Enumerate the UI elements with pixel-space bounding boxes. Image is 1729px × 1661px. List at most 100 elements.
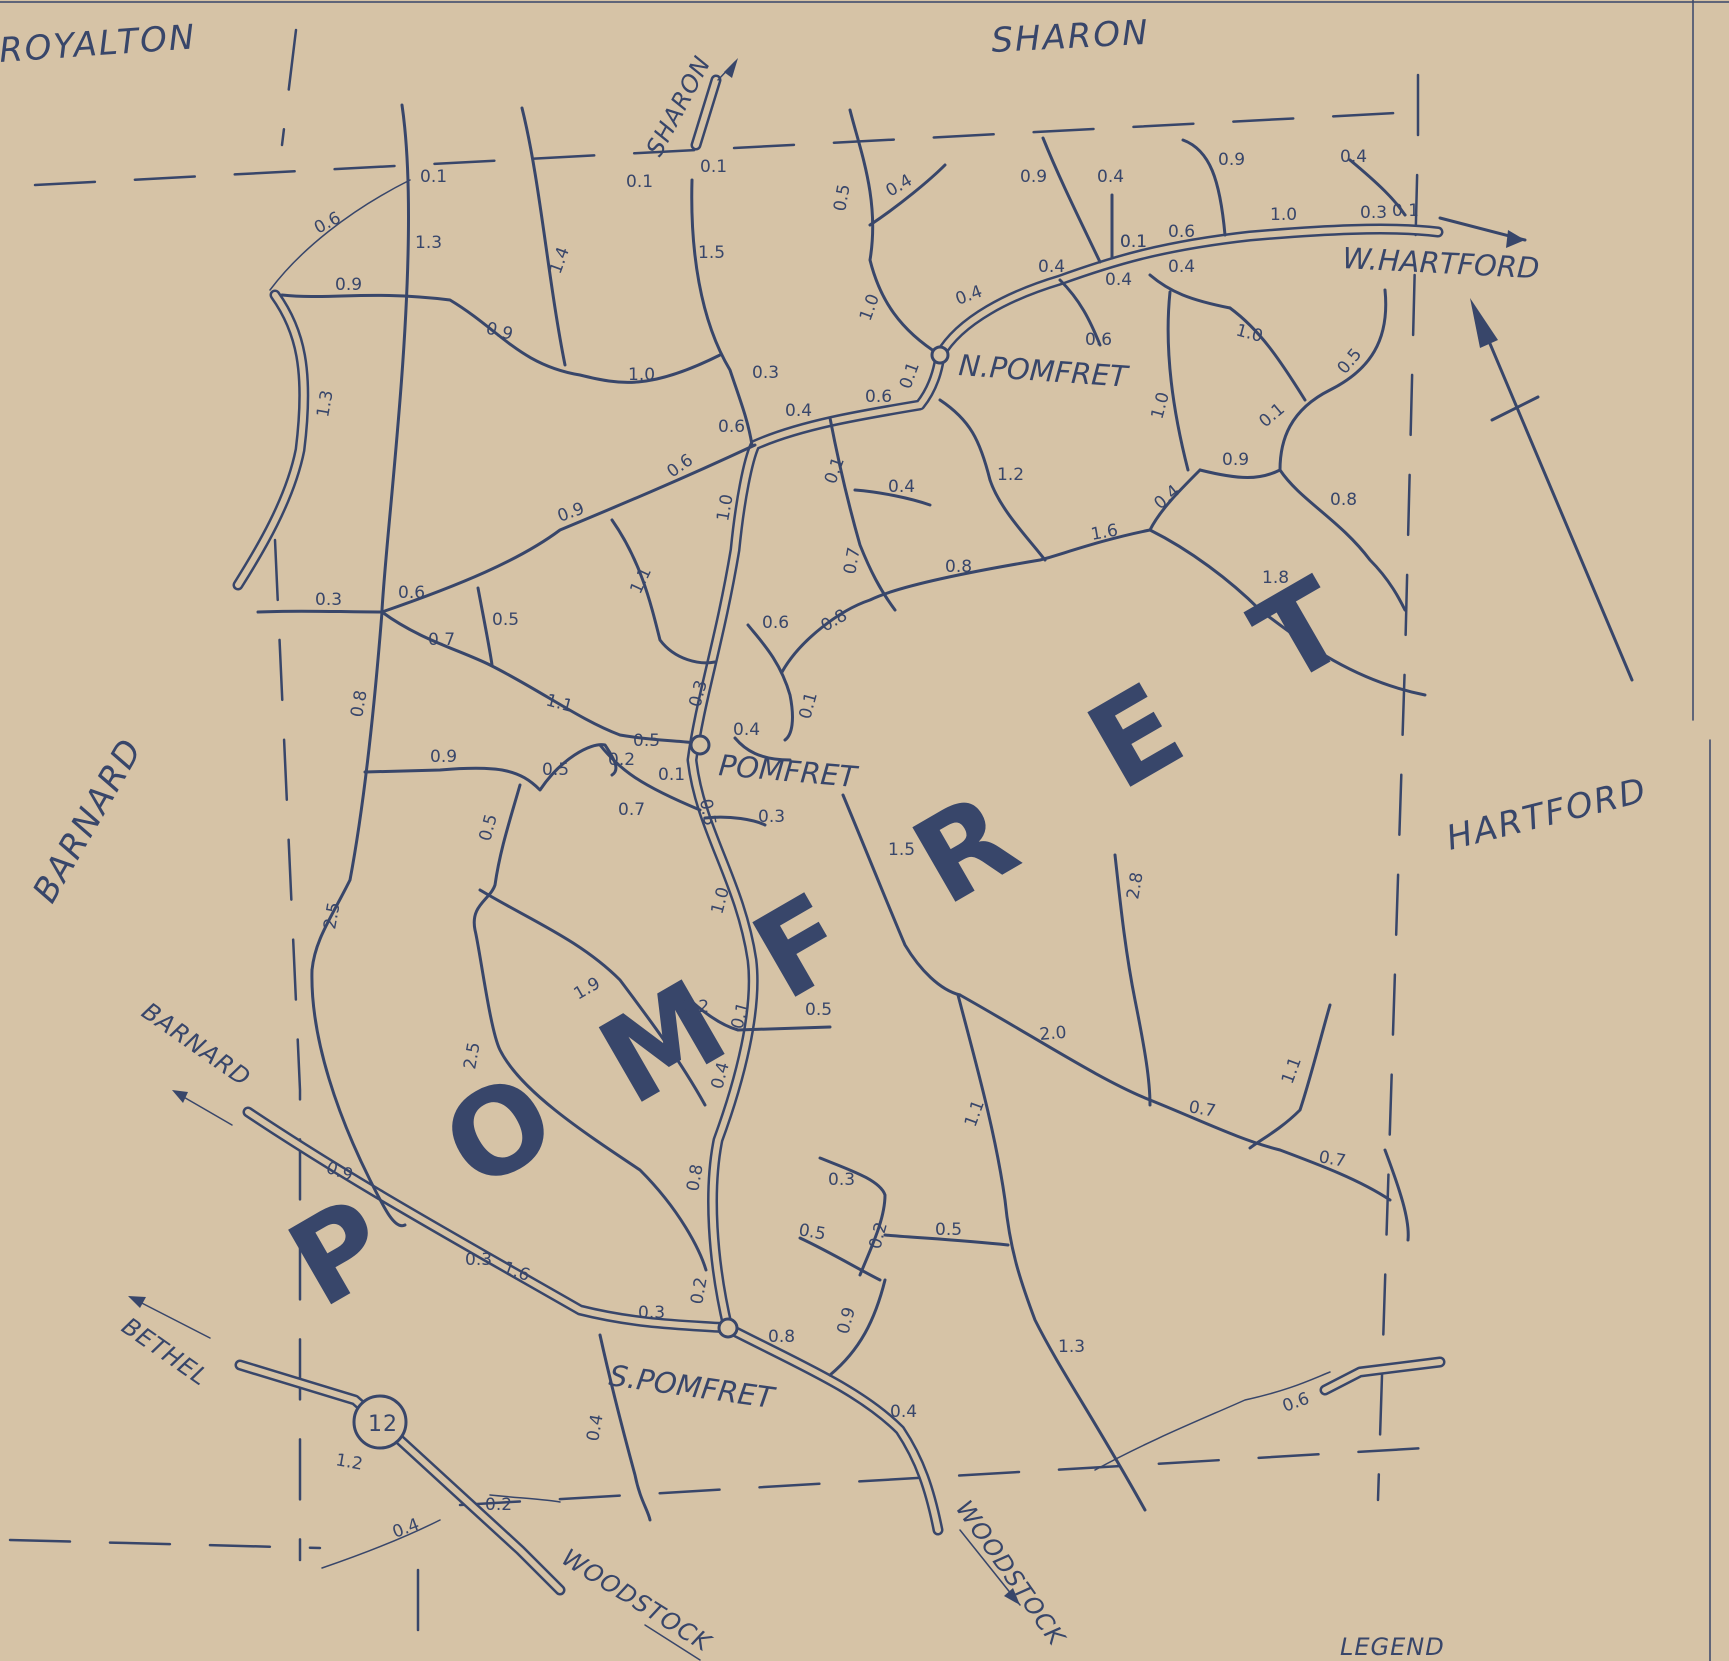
road-short bbox=[476, 586, 494, 667]
road-north-3 bbox=[1041, 136, 1102, 264]
distance-label: 1.1 bbox=[1278, 1054, 1306, 1086]
distance-label: 0.5 bbox=[935, 1220, 962, 1240]
distance-label: 0.4 bbox=[1340, 147, 1367, 167]
arrow-bethel-head bbox=[128, 1296, 146, 1308]
distance-label: 0.3 bbox=[1360, 203, 1387, 223]
road-nw-diag bbox=[269, 179, 411, 291]
road-w1 bbox=[380, 103, 410, 612]
distance-label: 0.4 bbox=[953, 282, 985, 310]
road-east-main bbox=[780, 468, 1202, 674]
distance-label: 0.6 bbox=[663, 450, 697, 482]
boundary-west bbox=[273, 538, 302, 1562]
distance-label: 0.7 bbox=[840, 546, 864, 576]
road-0-5-south bbox=[883, 1233, 1010, 1247]
title-letter-e: E bbox=[1066, 657, 1205, 817]
distance-label: 0.3 bbox=[465, 1250, 492, 1270]
direction-woodstock-east: WOODSTOCK bbox=[950, 1495, 1071, 1652]
road-0-6-se bbox=[1094, 1371, 1331, 1471]
distance-label: 0.9 bbox=[335, 275, 362, 295]
distance-label: 0.9 bbox=[484, 319, 515, 345]
distance-label: 0.5 bbox=[476, 812, 502, 843]
distance-label: 1.5 bbox=[888, 840, 915, 860]
road-east-south bbox=[1148, 528, 1427, 697]
road-loop bbox=[610, 518, 717, 665]
road-0-2-sw bbox=[489, 1494, 561, 1503]
distance-label: 0.1 bbox=[658, 765, 685, 785]
road-north-2 bbox=[868, 163, 947, 227]
title-letter-t: T bbox=[1231, 552, 1370, 712]
distance-label: 1.3 bbox=[313, 389, 337, 419]
distance-label: 0.1 bbox=[1392, 201, 1419, 221]
road-0-3-south bbox=[818, 1156, 887, 1277]
road-0-9 bbox=[828, 1278, 887, 1377]
road-diagonal-centre bbox=[478, 888, 707, 1107]
distance-label: 0.2 bbox=[866, 1220, 892, 1251]
distance-label: 0.9 bbox=[430, 747, 457, 767]
distance-label: 1.0 bbox=[856, 291, 884, 323]
arrow-bethel bbox=[129, 1296, 211, 1339]
distance-label: 0.4 bbox=[390, 1515, 422, 1543]
road-np-3 bbox=[1166, 290, 1190, 472]
road-north-6 bbox=[1348, 158, 1407, 217]
boundary-east bbox=[1376, 73, 1420, 1502]
distance-label: 0.8 bbox=[945, 557, 972, 577]
distance-label: 0.5 bbox=[542, 760, 569, 780]
distance-label: 1.2 bbox=[997, 465, 1024, 485]
arrow-sharon-head bbox=[724, 58, 738, 78]
distance-label: 1.6 bbox=[1089, 521, 1119, 545]
road-np-4 bbox=[1228, 306, 1307, 402]
arrow-woodstock-w bbox=[644, 1624, 701, 1661]
road-cn-2 bbox=[828, 416, 897, 612]
distance-label: 0.8 bbox=[683, 1163, 707, 1193]
distance-label: 0.4 bbox=[583, 1413, 607, 1443]
distance-label: 1.5 bbox=[698, 243, 725, 263]
road-west-south bbox=[310, 610, 384, 972]
distance-label: 0.9 bbox=[1222, 450, 1249, 470]
road-centre-west bbox=[363, 743, 618, 792]
distance-label: 0.5 bbox=[797, 1220, 827, 1244]
village-node-south-pomfret bbox=[717, 1317, 739, 1339]
distance-label: 0.4 bbox=[733, 720, 760, 740]
distance-label: 0.5 bbox=[830, 183, 854, 213]
road-np-1 bbox=[1058, 278, 1102, 347]
boundary-nw-stub bbox=[280, 28, 298, 147]
distance-label: 1.1 bbox=[626, 564, 656, 597]
road-0-3 bbox=[703, 815, 767, 827]
road-pomfret-sw bbox=[598, 743, 702, 812]
road-0-4-south bbox=[598, 1333, 652, 1522]
road-0-5-west bbox=[798, 1236, 882, 1282]
road-to-pomfret bbox=[380, 610, 702, 747]
distance-label: 0.6 bbox=[398, 583, 425, 603]
distance-label: 0.1 bbox=[896, 359, 924, 391]
distance-label: 0.1 bbox=[700, 157, 727, 177]
village-node-pomfret bbox=[689, 734, 711, 756]
village-pomfret: POMFRET bbox=[717, 748, 860, 794]
distance-label: 1.3 bbox=[1058, 1337, 1085, 1357]
distance-label: 1.0 bbox=[713, 493, 737, 523]
distance-label: 0.2 bbox=[682, 997, 709, 1017]
distance-label: 2.0 bbox=[1039, 1023, 1068, 1045]
distance-label: 0.1 bbox=[1120, 232, 1147, 252]
distance-label: 0.4 bbox=[1150, 481, 1184, 514]
distance-label: 0.5 bbox=[805, 1000, 832, 1020]
highway-route-12 bbox=[234, 1359, 566, 1596]
boundary-north bbox=[33, 110, 1417, 187]
arrow-w-hartford-head bbox=[1506, 230, 1525, 248]
boundary-south bbox=[458, 1446, 1427, 1507]
village-north-pomfret: N.POMFRET bbox=[958, 348, 1131, 394]
paved-highways bbox=[232, 74, 1446, 1596]
road-diag-se bbox=[841, 793, 962, 997]
road-pomfret-east bbox=[746, 623, 794, 742]
road-pomfret-spur bbox=[733, 736, 792, 762]
distance-label: 0.5 bbox=[492, 610, 519, 630]
distance-label: 2.5 bbox=[460, 1041, 484, 1071]
distance-label: 0.8 bbox=[347, 689, 371, 719]
distance-label: 0.6 bbox=[1168, 222, 1195, 242]
distance-label: 0.9 bbox=[1218, 150, 1245, 170]
boundary-southwest bbox=[8, 1538, 322, 1550]
neighbor-sharon: SHARON bbox=[990, 13, 1150, 61]
distance-label: 0.1 bbox=[1120, 232, 1147, 252]
distance-label: 1.0 bbox=[628, 365, 655, 385]
north-arrow-line bbox=[1478, 318, 1634, 682]
